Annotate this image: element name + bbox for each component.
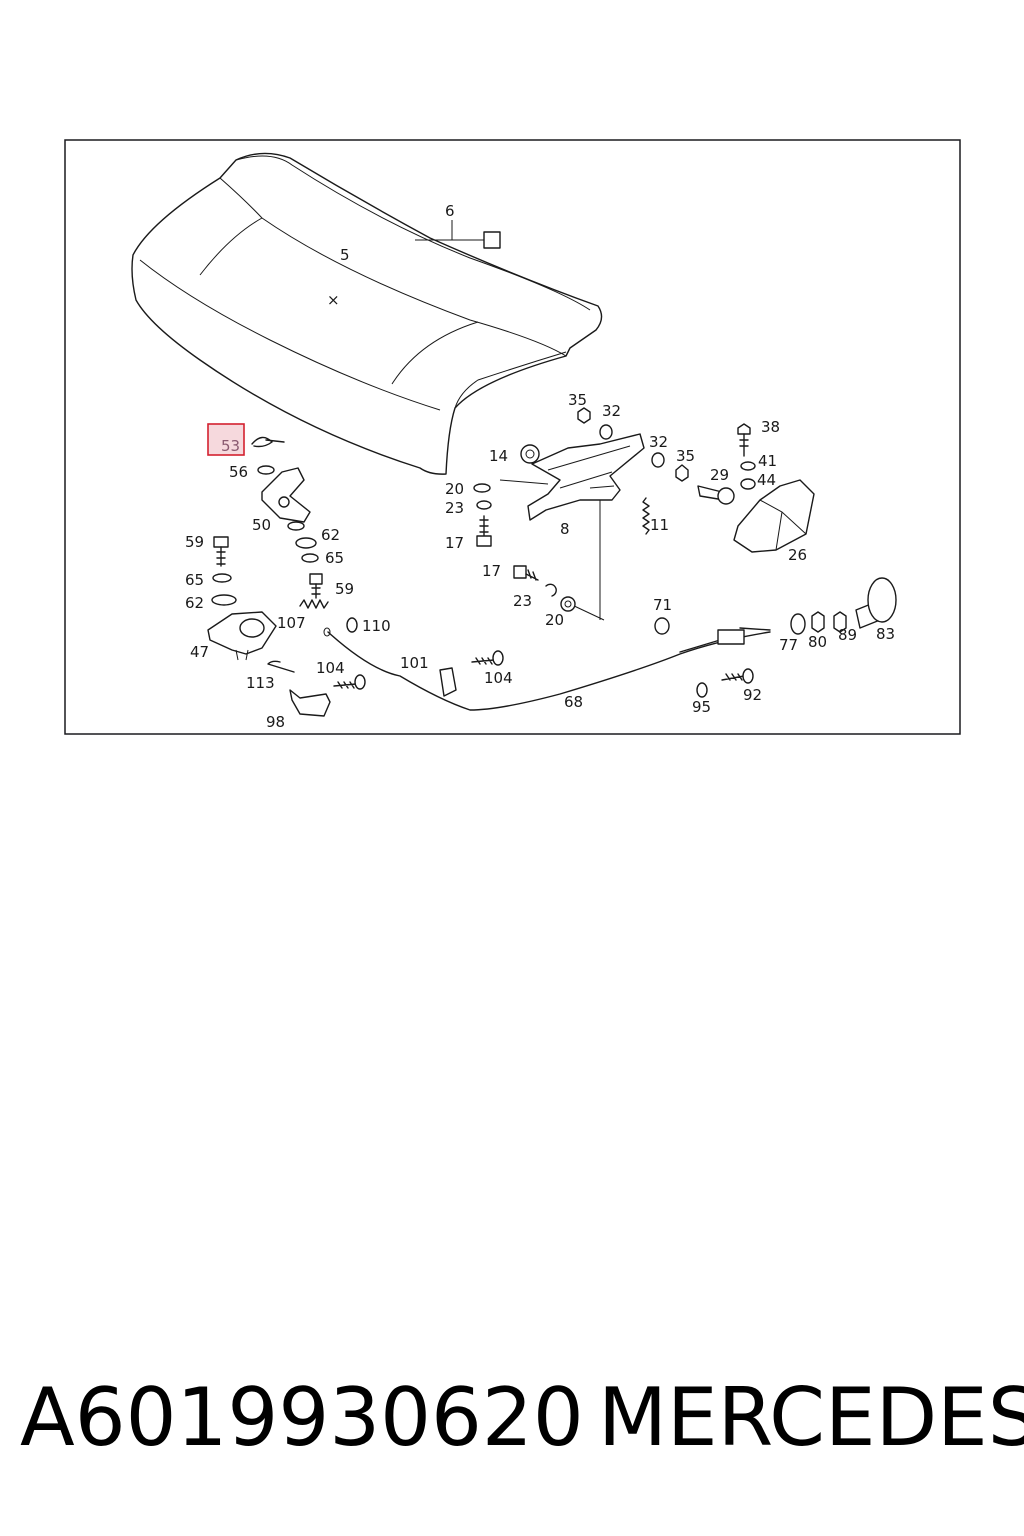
callout-62-left: 62	[185, 594, 204, 612]
spring-107	[299, 599, 329, 609]
callout-11: 11	[650, 516, 669, 534]
buffer-26	[733, 479, 815, 553]
bolt-59-left	[213, 536, 229, 567]
callout-14: 14	[489, 447, 508, 465]
callout-98: 98	[266, 713, 285, 731]
callout-32-right: 32	[649, 433, 668, 451]
callout-17-left: 17	[445, 534, 464, 552]
screw-104-left	[333, 681, 357, 689]
nut-80	[811, 611, 825, 633]
callout-labels: 5 6 8 11 14 17 17 20 20 23 23 26 29 32 3…	[185, 202, 895, 731]
washer-62-right	[295, 537, 317, 549]
callout-65-right: 65	[325, 549, 344, 567]
bolt-38	[737, 423, 751, 457]
washer-77	[790, 613, 806, 635]
callout-35-right: 35	[676, 447, 695, 465]
latch-50	[261, 467, 311, 531]
nut-35-right	[675, 464, 689, 482]
callout-35-top: 35	[568, 391, 587, 409]
bolt-17-left	[476, 515, 492, 547]
callout-113: 113	[246, 674, 275, 692]
callout-20-lower: 20	[545, 611, 564, 629]
pin-113	[267, 660, 295, 673]
hinge-8	[499, 433, 645, 621]
callout-8: 8	[560, 520, 570, 538]
callout-59-left: 59	[185, 533, 204, 551]
callout-77: 77	[779, 636, 798, 654]
bolt-59-right	[309, 573, 323, 599]
bushing-32-top	[599, 424, 613, 440]
lid-clip	[415, 220, 501, 249]
screw-92	[721, 673, 745, 681]
release-cable-68	[327, 631, 771, 711]
callout-47: 47	[190, 643, 209, 661]
callout-68: 68	[564, 693, 583, 711]
washer-95	[696, 682, 708, 698]
callout-56: 56	[229, 463, 248, 481]
callout-44: 44	[757, 471, 776, 489]
callout-53-highlight	[207, 423, 245, 456]
bracket-98	[289, 689, 331, 717]
screw-104-right	[471, 657, 495, 665]
lock-body-47	[207, 611, 277, 661]
callout-110: 110	[362, 617, 391, 635]
callout-101: 101	[400, 654, 429, 672]
bolt-17-lower	[513, 565, 539, 581]
callout-59-right: 59	[335, 580, 354, 598]
bushing-32-right	[651, 452, 665, 468]
washer-41	[740, 461, 756, 471]
washer-65-right	[301, 553, 319, 563]
callout-23-lower: 23	[513, 592, 532, 610]
nut-35-top	[577, 407, 591, 424]
callout-80: 80	[808, 633, 827, 651]
callout-62-right: 62	[321, 526, 340, 544]
grommet-71	[654, 617, 670, 635]
washer-20-left	[473, 483, 491, 493]
callout-23-left: 23	[445, 499, 464, 517]
washer-20-lower	[560, 596, 576, 612]
washer-65-left	[212, 573, 232, 583]
callout-17-lower: 17	[482, 562, 501, 580]
callout-107: 107	[277, 614, 306, 632]
callout-92: 92	[743, 686, 762, 704]
parts-diagram: ×	[64, 139, 961, 735]
stop-29	[697, 485, 735, 505]
callout-6: 6	[445, 202, 455, 220]
grommet-110	[346, 617, 358, 633]
callout-104-left: 104	[316, 659, 345, 677]
nut-89	[833, 611, 847, 633]
part-number: A6019930620	[20, 1371, 584, 1464]
callout-26: 26	[788, 546, 807, 564]
callout-83: 83	[876, 625, 895, 643]
callout-5: 5	[340, 246, 350, 264]
spring-11	[642, 497, 650, 535]
knob-83	[855, 577, 897, 629]
callout-71: 71	[653, 596, 672, 614]
callout-50: 50	[252, 516, 271, 534]
callout-41: 41	[758, 452, 777, 470]
washer-23-left	[476, 500, 492, 510]
cable-clip-101	[439, 667, 457, 697]
callout-104-right: 104	[484, 669, 513, 687]
callout-53: 53	[221, 437, 240, 455]
callout-32-top: 32	[602, 402, 621, 420]
washer-62-left	[211, 594, 237, 606]
bumper-14	[520, 444, 540, 464]
callout-65-left: 65	[185, 571, 204, 589]
callout-95: 95	[692, 698, 711, 716]
washer-56	[257, 465, 275, 475]
diagram-frame	[64, 139, 961, 735]
brand-name: MERCEDES	[598, 1371, 1024, 1464]
svg-text:×: ×	[327, 291, 340, 309]
callout-20-left: 20	[445, 480, 464, 498]
callout-38: 38	[761, 418, 780, 436]
washer-44	[740, 478, 756, 490]
washer-23-lower	[545, 583, 557, 597]
lid-panel	[131, 152, 603, 475]
callout-89: 89	[838, 626, 857, 644]
spring-clip-53	[251, 436, 285, 448]
callout-29: 29	[710, 466, 729, 484]
